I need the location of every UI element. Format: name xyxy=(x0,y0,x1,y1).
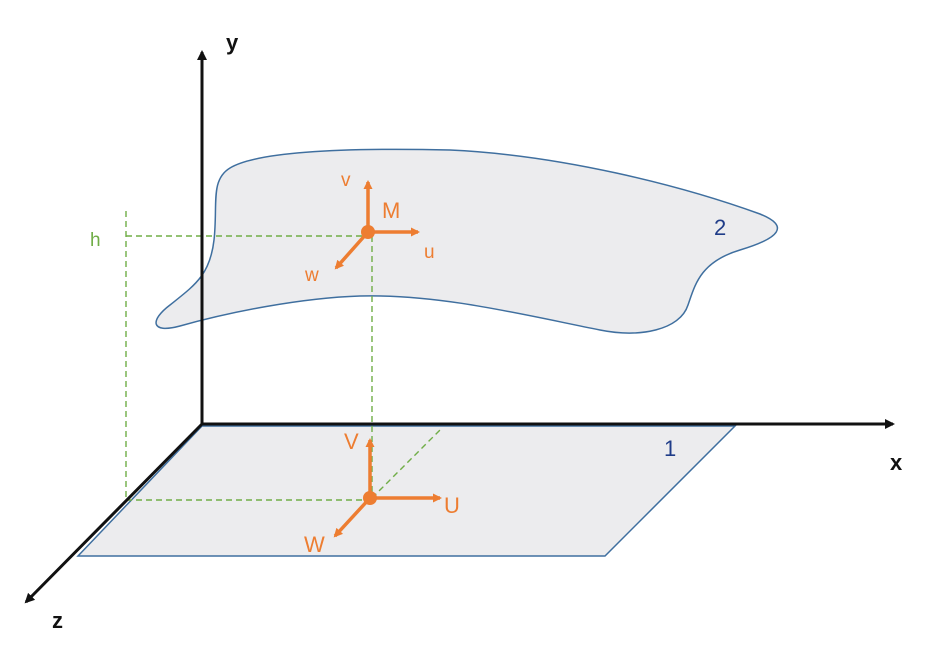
lower-frame xyxy=(333,438,442,538)
axes xyxy=(24,50,895,604)
plane-label-1: 1 xyxy=(664,436,676,461)
lower-origin-dot xyxy=(363,491,377,505)
z-axis-label: z xyxy=(52,608,63,633)
y-axis-label: y xyxy=(226,30,239,55)
x-axis-label: x xyxy=(890,450,903,475)
lower-v-label: V xyxy=(344,429,359,454)
upper-frame xyxy=(334,180,420,270)
upper-v-label: v xyxy=(341,170,351,191)
point-m-label: M xyxy=(382,198,400,223)
point-m-dot xyxy=(361,225,375,239)
curved-surface xyxy=(155,148,779,334)
upper-w-vector xyxy=(334,230,370,270)
lower-u-label: U xyxy=(444,493,460,518)
upper-u-label: u xyxy=(424,242,435,263)
guide-lines xyxy=(125,211,443,501)
lower-w-label: W xyxy=(304,532,325,557)
flat-plane xyxy=(76,425,737,557)
upper-w-label: w xyxy=(304,265,319,286)
lower-w-vector xyxy=(333,496,372,538)
guide-depth-diagonal xyxy=(371,427,443,499)
height-label: h xyxy=(90,230,101,251)
plane-label-2: 2 xyxy=(714,215,726,240)
z-axis xyxy=(24,422,204,604)
